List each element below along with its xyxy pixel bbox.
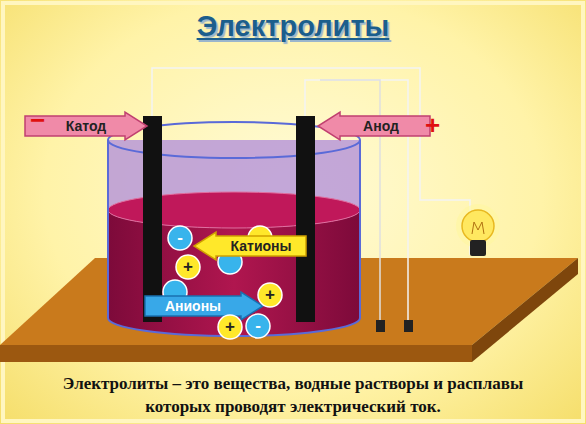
ion-sign: + [265,286,275,303]
arrow-label: Катод [66,119,106,133]
arrow-label: Анионы [165,299,221,313]
caption: Электролиты – это вещества, водные раств… [50,372,536,418]
terminal [404,320,413,332]
anion-arrow: Анионы [145,292,263,320]
polarity-minus: − [30,107,45,133]
cation-circle-shape [218,315,242,339]
arrow-label: Катионы [231,239,292,253]
ion-sign: + [183,258,193,275]
table-side [472,258,578,362]
cation-circle: + [258,283,282,307]
anode-arrow: Анод [318,112,430,140]
anion-circle: - [246,314,270,338]
terminal [376,320,385,332]
cathode-electrode [143,116,162,322]
cation-arrow-shape [194,232,306,260]
title: Электролиты [0,10,586,43]
ion-sign: + [225,318,235,335]
ion-sign: - [177,229,183,246]
cation-circle-shape [176,255,200,279]
light-bulb [456,204,500,256]
anion-circle-shape [246,314,270,338]
anode-arrow-shape [318,112,430,140]
polarity-plus: + [425,112,440,138]
cation-circle: + [176,255,200,279]
table-front [0,345,472,362]
anion-circle: - [168,226,192,250]
anode-electrode [296,116,315,322]
cation-circle: + [218,315,242,339]
ion-sign: - [255,317,261,334]
arrow-label: Анод [363,119,399,133]
cation-arrow: Катионы [194,232,306,260]
cation-circle-shape [258,283,282,307]
anion-arrow-shape [145,292,263,320]
anion-circle-shape [168,226,192,250]
